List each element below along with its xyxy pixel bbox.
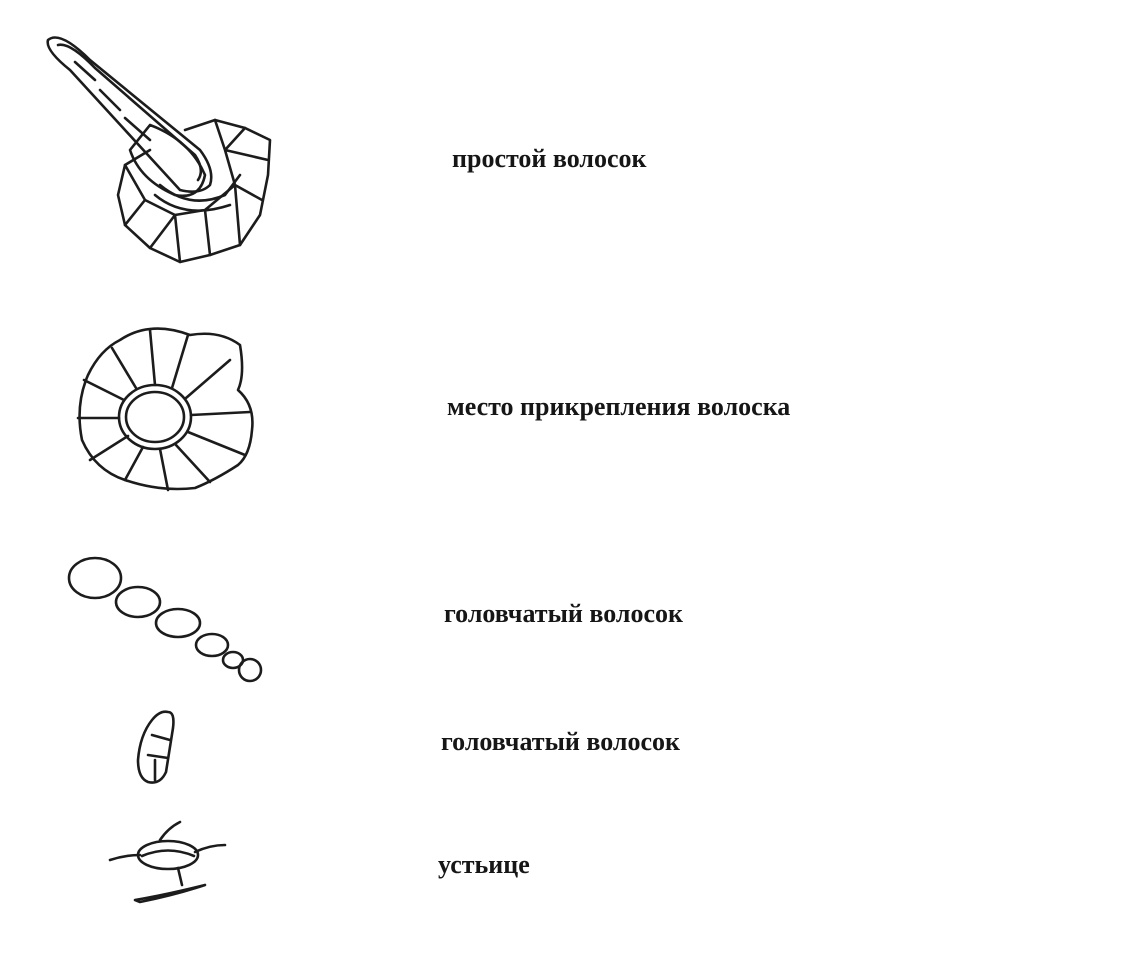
simple-hair-drawing xyxy=(46,36,272,264)
capitate-hair-label: головчатый волосок xyxy=(444,599,683,628)
stoma-label: устьице xyxy=(438,850,530,879)
small-capitate-hair-drawing xyxy=(136,710,175,784)
hair-attachment-site-drawing xyxy=(76,327,254,492)
simple-hair-label: простой волосок xyxy=(452,144,647,173)
stoma-drawing xyxy=(108,820,227,904)
capitate-hair-drawing xyxy=(67,556,263,683)
attachment-site-label: место прикрепления волоска xyxy=(447,392,791,421)
small-capitate-hair-label: головчатый волосок xyxy=(441,727,680,756)
